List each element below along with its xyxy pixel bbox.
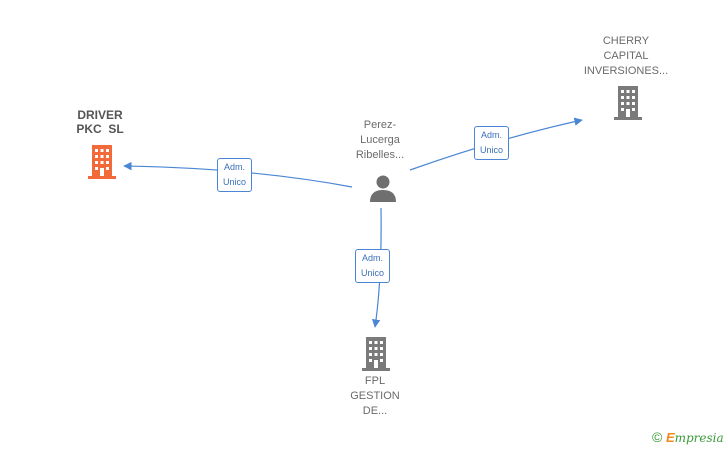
driver-company-label[interactable]: DRIVER PKC SL <box>55 108 145 136</box>
building-icon-driver[interactable] <box>86 143 118 179</box>
edge-role-line: Adm. <box>481 130 503 140</box>
empresia-brand[interactable]: © Empresia <box>652 429 724 445</box>
edge-label-fpl: Adm. Unico <box>355 249 391 283</box>
building-icon-fpl[interactable] <box>360 335 392 371</box>
building-icon-cherry[interactable] <box>612 84 644 120</box>
edge-role-line: Unico <box>223 177 247 187</box>
cherry-label-line: CAPITAL <box>603 50 649 62</box>
edge-label-cherry: Adm. Unico <box>474 126 510 160</box>
cherry-label-line: INVERSIONES... <box>583 65 669 77</box>
edge-role-line: Adm. <box>224 162 246 172</box>
cherry-company-label[interactable]: CHERRY CAPITAL INVERSIONES... <box>571 34 681 79</box>
driver-label-line: DRIVER <box>77 108 123 122</box>
copyright-icon: © <box>652 429 663 445</box>
fpl-company-label[interactable]: FPL GESTION DE... <box>330 374 420 419</box>
empresia-logo-e: E <box>665 430 675 445</box>
center-label-line: Ribelles... <box>355 149 405 161</box>
fpl-label-line: DE... <box>362 405 388 417</box>
center-label-line: Perez- <box>363 119 397 131</box>
driver-label-line: PKC SL <box>76 122 124 136</box>
center-person-label[interactable]: Perez- Lucerga Ribelles... <box>335 118 425 163</box>
edge-role-line: Unico <box>361 268 385 278</box>
empresia-logo-text: mpresia <box>674 431 724 445</box>
edge-label-driver: Adm. Unico <box>217 158 253 192</box>
edge-role-line: Adm. <box>362 253 384 263</box>
cherry-label-line: CHERRY <box>602 35 650 47</box>
edge-role-line: Unico <box>480 145 504 155</box>
person-icon[interactable] <box>368 173 398 203</box>
center-label-line: Lucerga <box>360 134 400 146</box>
fpl-label-line: GESTION <box>350 390 400 402</box>
fpl-label-line: FPL <box>364 375 386 387</box>
